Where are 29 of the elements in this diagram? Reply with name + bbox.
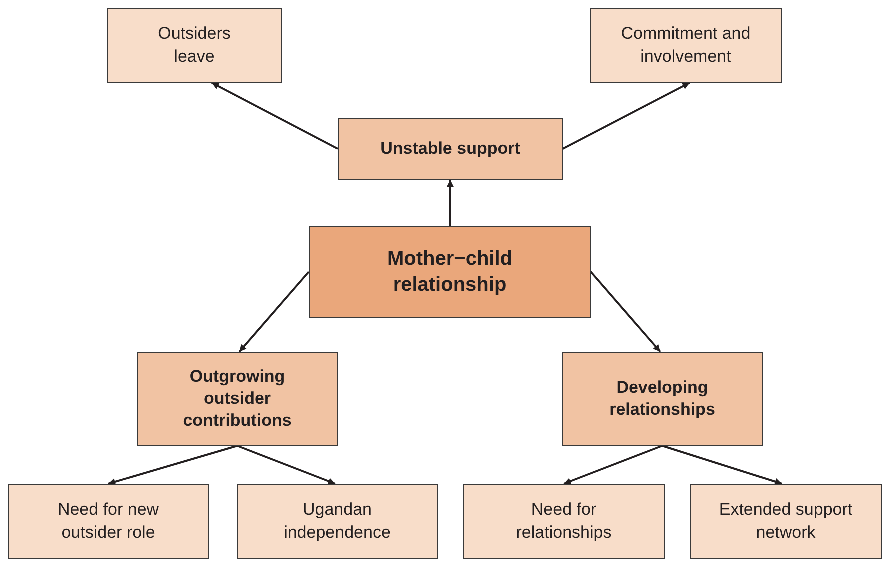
theme-box	[137, 352, 338, 446]
subtheme-box	[463, 484, 665, 559]
arrow	[237, 445, 336, 485]
box-label: Mother−child relationship	[386, 247, 514, 298]
theme-box	[338, 118, 563, 180]
arrow	[662, 445, 782, 486]
subtheme-box	[107, 8, 282, 83]
box-label: Extended support network	[718, 499, 854, 544]
box-label: Need for new outsider role	[56, 499, 160, 544]
central-box	[309, 226, 591, 318]
arrow	[238, 271, 310, 353]
arrow	[108, 445, 238, 486]
arrow	[212, 82, 338, 150]
subtheme-box	[590, 8, 782, 83]
subtheme-box	[8, 484, 209, 559]
theme-box	[562, 352, 763, 446]
box-label: Unstable support	[380, 138, 520, 160]
box-label: Commitment and involvement	[620, 23, 752, 68]
subtheme-box	[237, 484, 438, 559]
arrow	[564, 445, 663, 485]
box-label: Need for relationships	[515, 499, 613, 544]
box-label: Ugandan independence	[283, 499, 392, 544]
arrow	[562, 82, 690, 150]
box-label: Outgrowing outsider contributions	[182, 366, 293, 432]
box-label: Developing relationships	[608, 376, 716, 421]
subtheme-box	[690, 484, 882, 559]
arrow	[590, 271, 662, 353]
box-label: Outsiders leave	[157, 23, 232, 68]
arrow	[446, 180, 454, 226]
